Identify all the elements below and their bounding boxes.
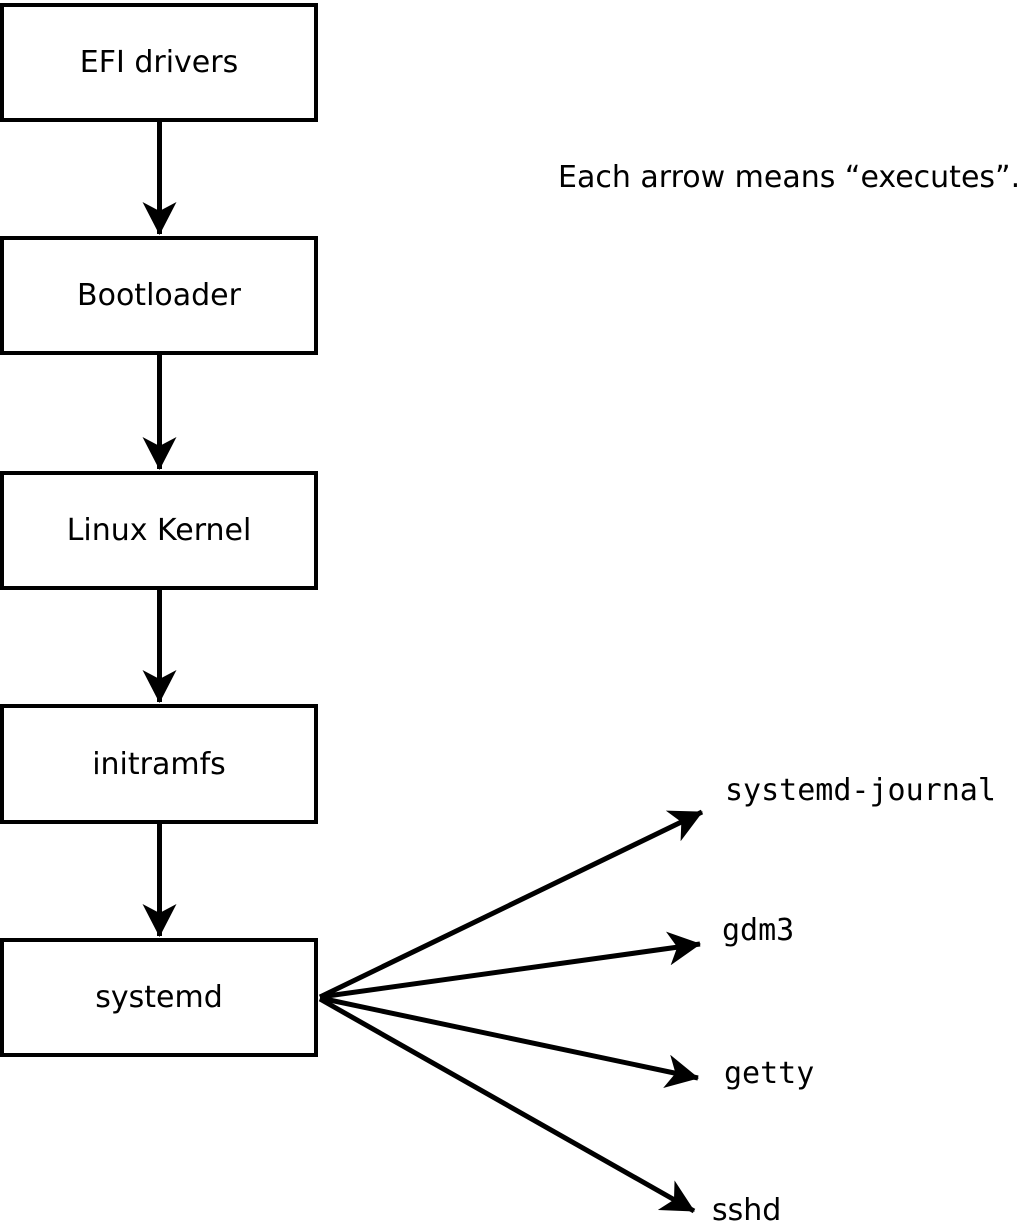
node-systemd-label: systemd	[95, 980, 223, 1015]
process-label-systemd-journal: systemd-journal	[725, 773, 996, 808]
arrow-systemd-to-sshd	[318, 996, 696, 1214]
process-label-getty: getty	[724, 1056, 815, 1091]
node-efi-drivers: EFI drivers	[0, 3, 318, 122]
arrow-systemd-to-gdm3	[319, 931, 701, 1000]
node-initramfs-label: initramfs	[92, 746, 226, 782]
node-systemd: systemd	[0, 938, 318, 1057]
legend-annotation: Each arrow means “executes”.	[558, 160, 1021, 195]
node-bootloader: Bootloader	[0, 236, 318, 355]
node-initramfs: initramfs	[0, 704, 318, 824]
process-label-gdm3: gdm3	[722, 913, 795, 948]
arrow-systemd-to-getty	[319, 995, 699, 1089]
node-efi-drivers-label: EFI drivers	[79, 45, 239, 80]
arrow-systemd-to-journal	[318, 809, 704, 1000]
node-linux-kernel-label: Linux Kernel	[66, 513, 252, 548]
node-linux-kernel: Linux Kernel	[0, 471, 318, 590]
process-label-sshd: sshd	[712, 1193, 782, 1228]
node-bootloader-label: Bootloader	[77, 278, 241, 313]
